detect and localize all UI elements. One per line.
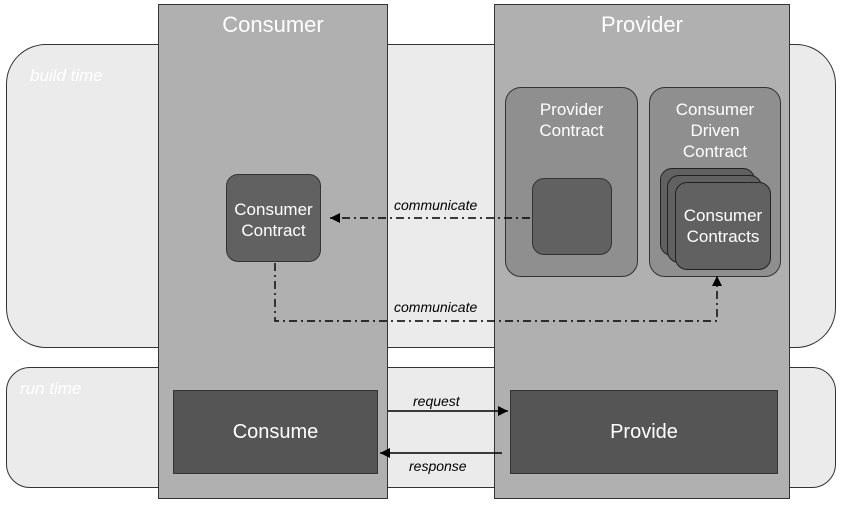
consumer-contract-label-2: Contract (241, 221, 306, 240)
provider-contract-label-1: Provider (539, 100, 604, 119)
build-time-label: build time (30, 66, 103, 85)
provide-box: Provide (510, 390, 778, 474)
consumer-contracts-label-2: Contracts (686, 227, 760, 246)
consumer-contracts-label-1: Consumer (683, 206, 763, 225)
communicate-top-label: communicate (394, 197, 478, 213)
consumer-contract-box: Consumer Contract (226, 174, 321, 262)
cdc-label-3: Contract (682, 142, 748, 161)
cdc-label-2: Driven (690, 121, 740, 140)
communicate-bottom-label: communicate (394, 299, 478, 315)
provide-label: Provide (610, 421, 678, 443)
provider-contract-label-2: Contract (539, 121, 604, 140)
provider-title: Provider (601, 12, 683, 37)
consumer-contract-label-1: Consumer (234, 200, 313, 219)
consume-box: Consume (173, 390, 378, 474)
consume-label: Consume (232, 421, 319, 443)
run-time-label: run time (20, 379, 82, 398)
request-label: request (413, 393, 460, 409)
response-label: response (409, 458, 467, 474)
provider-contract-box: Provider Contract (505, 87, 638, 277)
provider-contract-item (532, 178, 612, 255)
consumer-title: Consumer (222, 12, 324, 37)
cdc-label-1: Consumer (675, 100, 755, 119)
consumer-contracts-card-front: Consumer Contracts (675, 182, 771, 270)
communicate-bottom-arrow (274, 263, 722, 322)
